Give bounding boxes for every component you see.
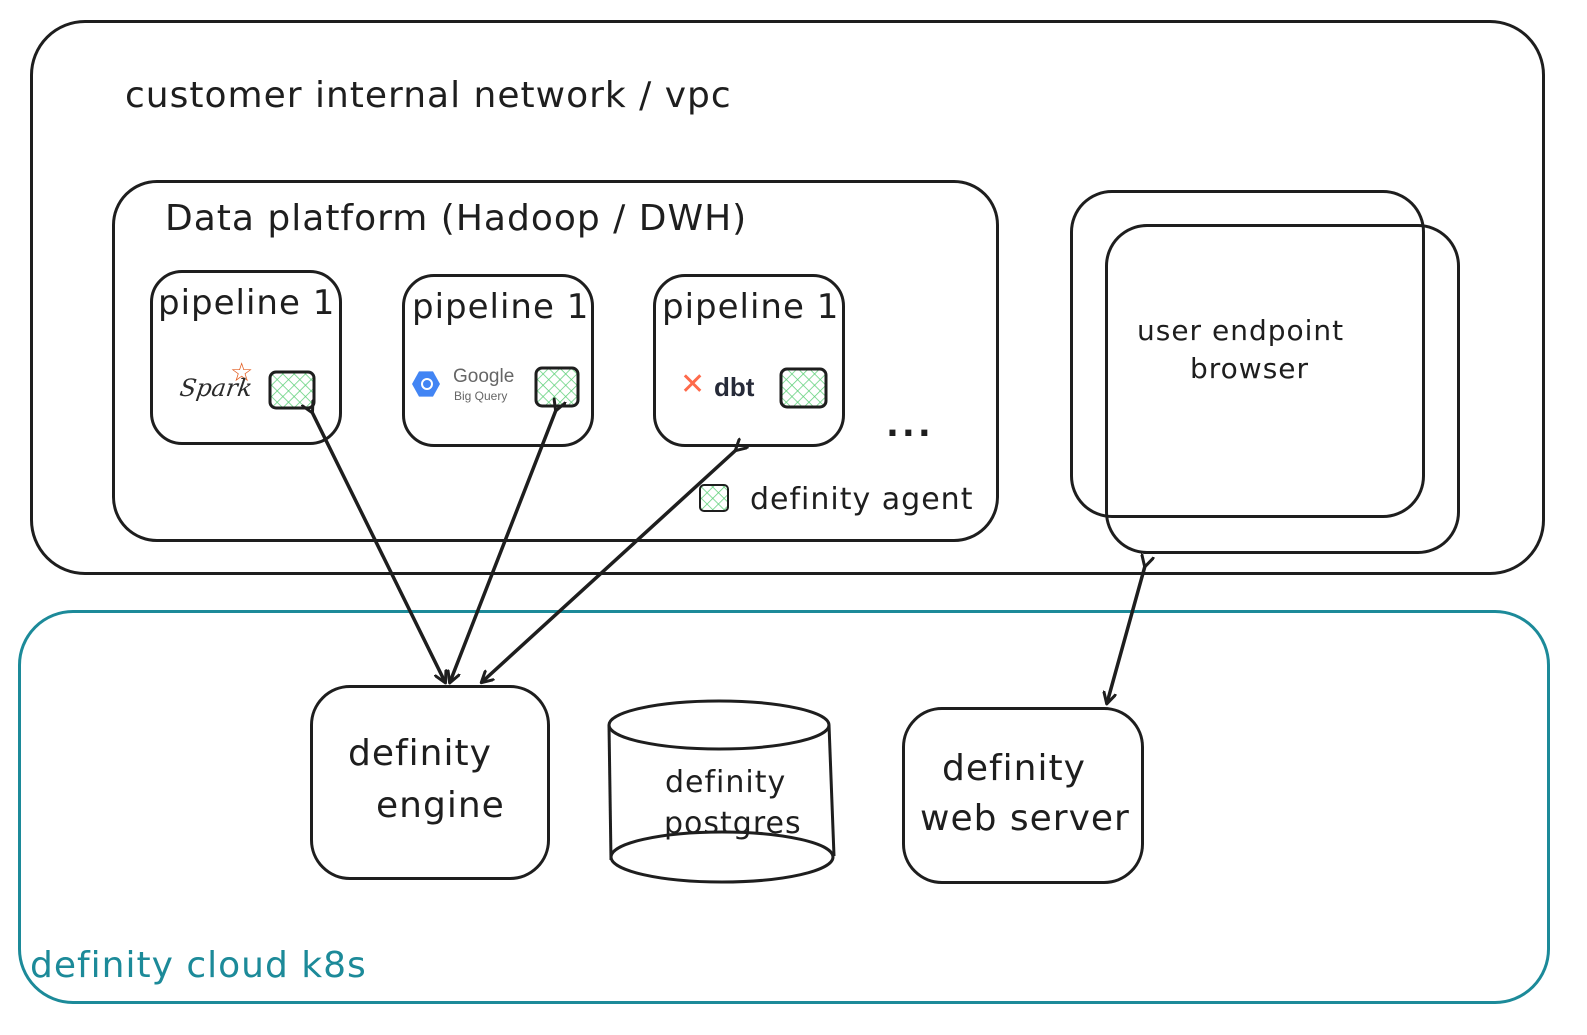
user-endpoint-back — [1070, 190, 1425, 518]
user-endpoint-label-1: user endpoint — [1137, 314, 1345, 347]
google-bigquery-icon-glass — [421, 378, 433, 390]
user-endpoint-front — [1105, 224, 1460, 554]
definity-cloud-label: definity cloud k8s — [30, 945, 367, 986]
spark-logo: ☆ Spark — [178, 358, 258, 407]
agent-icon — [268, 370, 316, 410]
customer-network-boundary — [30, 20, 1545, 575]
definity-web-server-label-2: web server — [920, 798, 1130, 839]
agent-icon — [534, 366, 580, 408]
user-endpoint-label-2: browser — [1190, 352, 1310, 385]
arrow-bigquery-engine — [450, 410, 556, 682]
definity-cloud-boundary — [18, 610, 1550, 1004]
dbt-icon: ✕ — [680, 367, 706, 402]
definity-web-server-label-1: definity — [942, 748, 1086, 789]
pipeline-title: pipeline 1 — [662, 287, 840, 327]
pipeline-title: pipeline 1 — [158, 283, 336, 323]
definity-web-server — [902, 707, 1144, 884]
customer-network-label: customer internal network / vpc — [125, 75, 732, 116]
dbt-logo: ✕ dbt — [680, 367, 770, 406]
agent-icon — [779, 367, 828, 409]
arrows — [312, 410, 1145, 703]
arrow-browser-webserver — [1107, 566, 1145, 703]
definity-engine-label-1: definity — [348, 733, 492, 774]
google-label: Google — [453, 366, 515, 387]
more-pipelines-ellipsis: ... — [886, 405, 934, 445]
data-platform-label: Data platform (Hadoop / DWH) — [165, 198, 748, 239]
arrow-spark-engine — [312, 412, 445, 682]
definity-postgres-label-1: definity — [665, 765, 787, 800]
dbt-label: dbt — [714, 372, 755, 402]
spark-icon: ☆ — [230, 358, 254, 388]
agent-legend-label: definity agent — [750, 482, 974, 517]
pipeline-title: pipeline 1 — [412, 287, 590, 327]
definity-postgres-cylinder — [607, 699, 836, 884]
arrow-dbt-engine — [482, 450, 736, 682]
pipeline-spark — [150, 270, 342, 445]
agent-legend-icon — [699, 484, 729, 512]
pipeline-dbt — [653, 274, 845, 447]
definity-engine-label-2: engine — [376, 785, 505, 826]
definity-engine — [310, 685, 550, 880]
